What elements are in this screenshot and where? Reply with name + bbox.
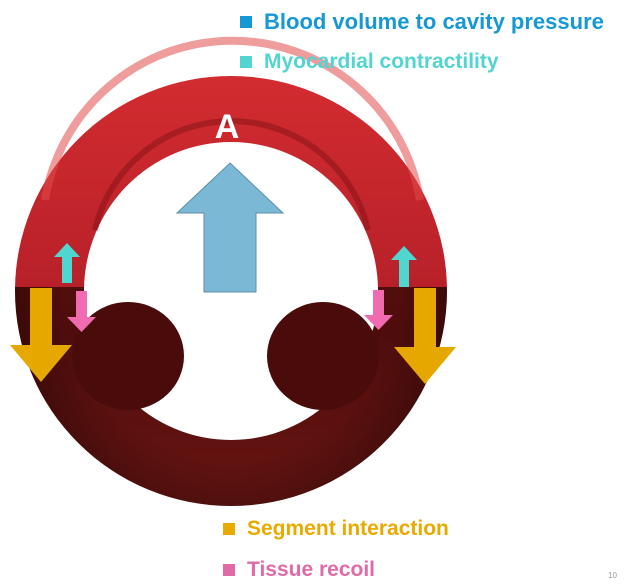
legend-swatch: [223, 523, 235, 535]
pressure-arrow: [177, 163, 283, 292]
legend-label: Segment interaction: [247, 517, 449, 541]
legend-item-segment-interaction: Segment interaction: [223, 517, 449, 541]
legend-item-blood-volume: Blood volume to cavity pressure: [240, 9, 604, 35]
panel-label: A: [210, 108, 244, 147]
papillary-muscle-right: [267, 302, 379, 410]
legend-swatch: [240, 56, 252, 68]
legend-label: Myocardial contractility: [264, 50, 499, 74]
legend-label: Blood volume to cavity pressure: [264, 9, 604, 35]
legend-swatch: [240, 16, 252, 28]
page-number: 10: [608, 571, 617, 580]
legend-item-myocardial-contractility: Myocardial contractility: [240, 50, 499, 74]
legend-swatch: [223, 564, 235, 576]
legend-item-tissue-recoil: Tissue recoil: [223, 558, 375, 582]
legend-label: Tissue recoil: [247, 558, 375, 582]
